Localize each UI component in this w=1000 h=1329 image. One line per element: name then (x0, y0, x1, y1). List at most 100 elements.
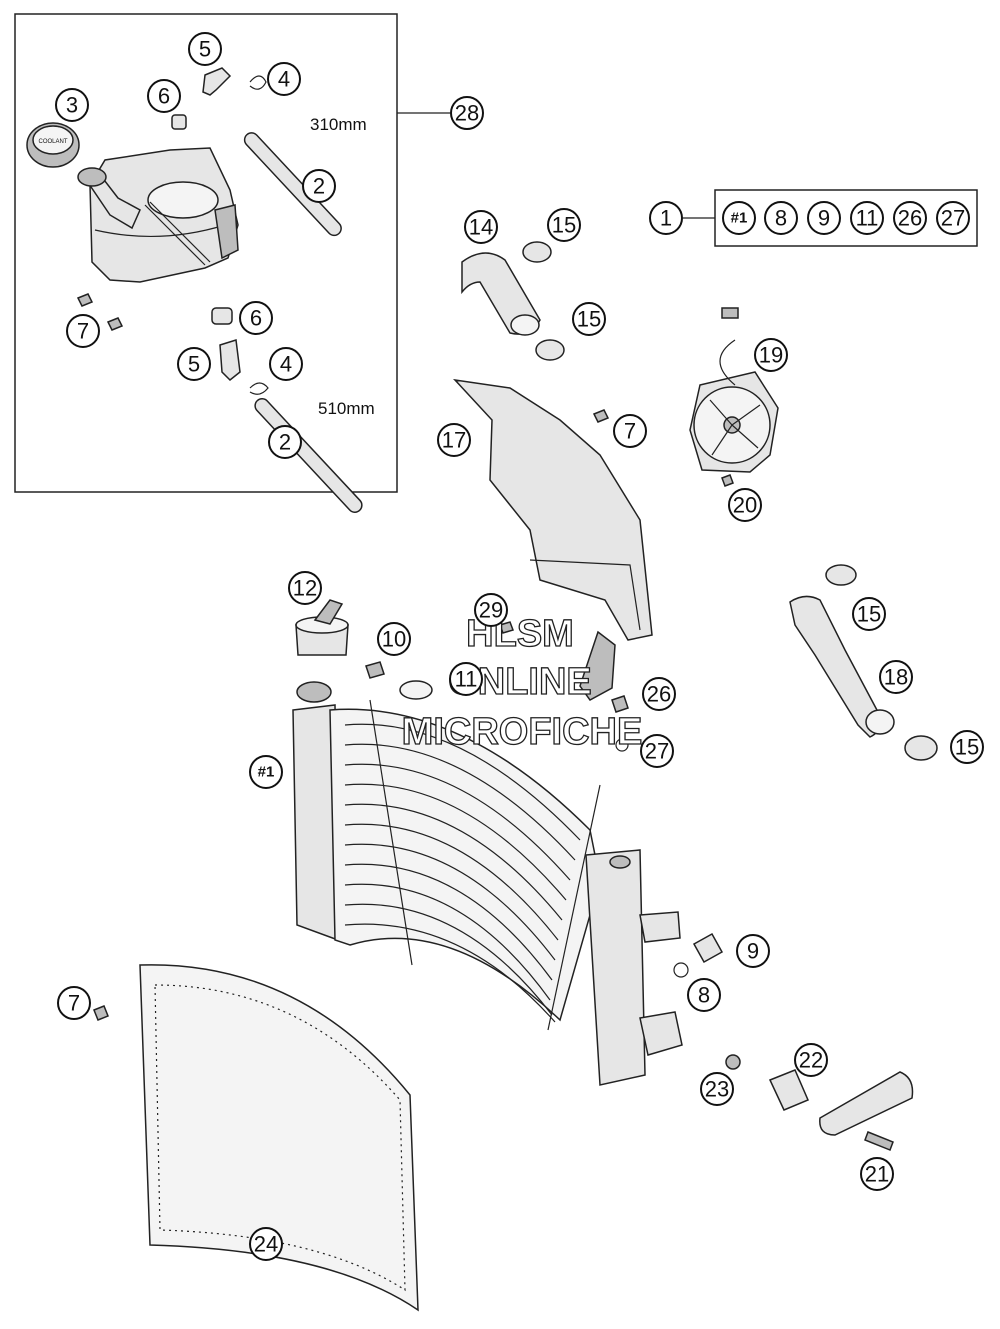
radiator-cap (295, 599, 349, 656)
svg-text:14: 14 (469, 215, 493, 240)
svg-text:17: 17 (442, 428, 466, 453)
callout-14: 14 (464, 210, 498, 244)
callout-27: 27 (640, 734, 674, 768)
reservoir-cap: COOLANT (26, 122, 80, 168)
shroud-screw (592, 409, 610, 423)
callout-kit-8: 8 (764, 201, 798, 235)
callout-15-middle: 15 (572, 302, 606, 336)
radiator-grille (139, 964, 419, 1312)
watermark-line-3: MICROFICHE (402, 711, 643, 753)
fan-switch-o-ring (673, 962, 689, 978)
svg-text:11: 11 (856, 206, 879, 231)
svg-text:9: 9 (747, 939, 759, 964)
svg-text:9: 9 (818, 206, 830, 231)
svg-text:27: 27 (645, 739, 669, 764)
callout-7-grille: 7 (57, 986, 91, 1020)
callout-26: 26 (642, 677, 676, 711)
svg-text:#1: #1 (258, 764, 275, 781)
callout-radiator: #1 (249, 755, 283, 789)
radiator-screw (365, 661, 385, 679)
cooling-fan (689, 307, 779, 473)
svg-text:27: 27 (941, 206, 965, 231)
shroud-inner-contour (529, 559, 641, 631)
svg-text:20: 20 (733, 493, 757, 518)
callout-15-lower-hose-top: 15 (852, 597, 886, 631)
lower-hose-clamp-1 (825, 564, 857, 586)
svg-text:5: 5 (199, 37, 211, 62)
svg-text:5: 5 (188, 352, 200, 377)
callout-24: 24 (249, 1227, 283, 1261)
callout-2-lower: 2 (268, 425, 302, 459)
rubber-damper (768, 1069, 809, 1111)
reservoir-kit-frame (14, 13, 398, 493)
coolant-reservoir-tank (77, 147, 239, 283)
svg-text:15: 15 (857, 602, 881, 627)
callout-4-lower: 4 (269, 347, 303, 381)
svg-text:2: 2 (279, 430, 291, 455)
callout-28: 28 (450, 96, 484, 130)
svg-text:26: 26 (647, 682, 671, 707)
callout-11: 11 (449, 662, 483, 696)
callout-15-upper: 15 (547, 208, 581, 242)
grille-perforation-area (154, 984, 406, 1292)
fan-screw (721, 474, 734, 487)
svg-text:23: 23 (705, 1077, 729, 1102)
lower-hose-clamp-2 (904, 735, 938, 761)
clip-29 (499, 621, 514, 634)
radiator (292, 630, 683, 1086)
svg-text:8: 8 (775, 206, 787, 231)
reservoir-screw-2 (106, 317, 124, 331)
svg-text:10: 10 (382, 627, 406, 652)
callout-12: 12 (288, 571, 322, 605)
lower-hose-end (865, 709, 895, 735)
callout-6-lower: 6 (239, 301, 273, 335)
svg-text:6: 6 (158, 84, 170, 109)
callout-5-lower: 5 (177, 347, 211, 381)
reservoir-screw-1 (76, 293, 94, 307)
callout-5-upper: 5 (188, 32, 222, 66)
svg-text:18: 18 (884, 665, 908, 690)
washer-27 (615, 738, 629, 752)
hose-long-length: 510mm (318, 399, 375, 418)
callout-10: 10 (377, 622, 411, 656)
fan-temperature-switch (692, 932, 724, 964)
svg-text:12: 12 (293, 576, 317, 601)
svg-text:19: 19 (759, 343, 783, 368)
upper-hose-clamp-2 (535, 339, 565, 361)
reservoir-sleeve-upper (171, 114, 187, 130)
svg-text:15: 15 (552, 213, 576, 238)
mounting-bracket (819, 1071, 914, 1136)
callout-21: 21 (860, 1157, 894, 1191)
callout-22: 22 (794, 1043, 828, 1077)
svg-text:6: 6 (250, 306, 262, 331)
svg-text:7: 7 (77, 319, 89, 344)
callout-8: 8 (687, 978, 721, 1012)
callout-kit-27: 27 (936, 201, 970, 235)
callout-kit-11: 11 (850, 201, 884, 235)
callout-4-upper: 4 (267, 62, 301, 96)
callout-2-upper: 2 (302, 169, 336, 203)
reservoir-hose-short (243, 132, 342, 237)
callout-6-upper: 6 (147, 79, 181, 113)
callout-20: 20 (728, 488, 762, 522)
callout-18: 18 (879, 660, 913, 694)
fan-shroud (453, 378, 653, 641)
callout-7-reservoir: 7 (66, 314, 100, 348)
svg-text:29: 29 (479, 598, 503, 623)
svg-text:24: 24 (254, 1232, 278, 1257)
svg-text:28: 28 (455, 101, 479, 126)
callout-19: 19 (754, 338, 788, 372)
cap-label: COOLANT (38, 139, 67, 145)
svg-text:7: 7 (624, 419, 636, 444)
callout-kit-9: 9 (807, 201, 841, 235)
bracket-nut (725, 1054, 741, 1070)
svg-text:8: 8 (698, 983, 710, 1008)
svg-text:26: 26 (898, 206, 922, 231)
svg-text:4: 4 (278, 67, 290, 92)
callout-15-lower-hose-bottom: 15 (950, 730, 984, 764)
reservoir-clamp-lower (249, 382, 269, 395)
upper-hose-clamp-1 (522, 241, 552, 263)
callout-9: 9 (736, 934, 770, 968)
nut-26 (611, 695, 629, 713)
callout-1: 1 (649, 201, 683, 235)
